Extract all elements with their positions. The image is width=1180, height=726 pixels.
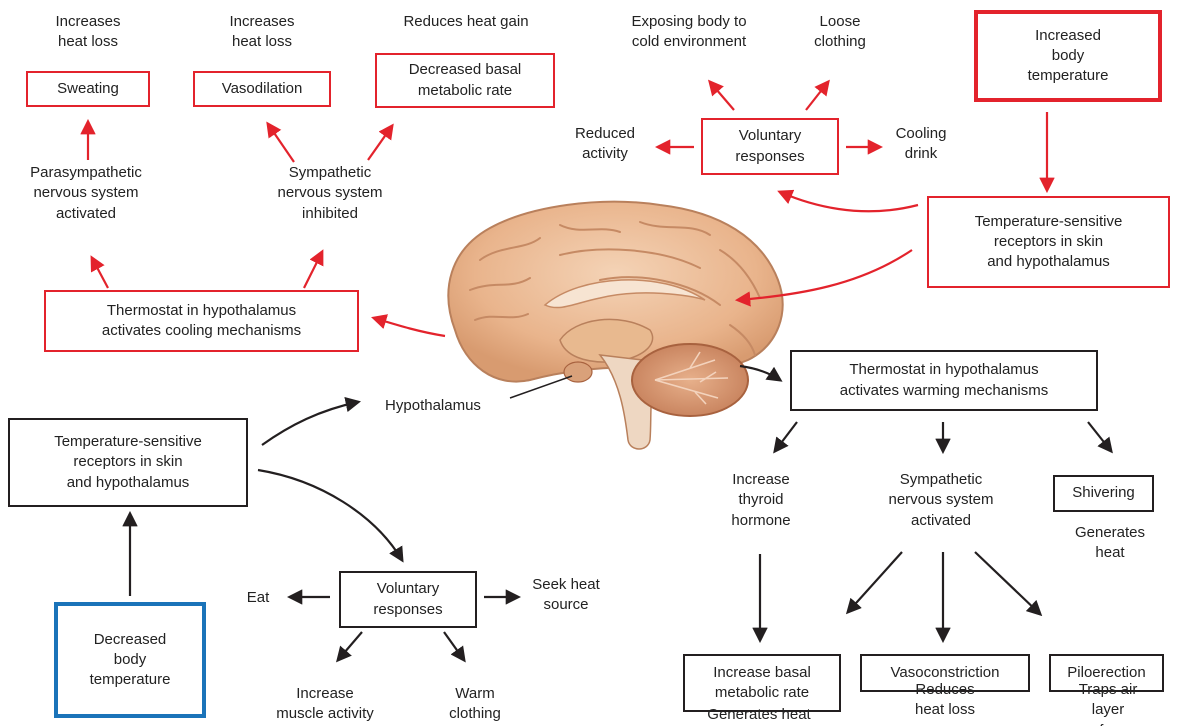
hypothalamus-pointer-line (509, 375, 573, 399)
brain-to-cool-thermostat-arrow (371, 314, 446, 338)
reduced-activity-label: Reduced activity (574, 125, 636, 163)
shivering-box: Shivering (1053, 475, 1154, 512)
warm-receptors-to-hypothalamus-arrow (261, 397, 362, 446)
voluntary-to-muscle-arrow (335, 631, 363, 663)
cooling-thermostat-box: Thermostat in hypothalamus activates coo… (44, 290, 359, 352)
decreased-bmr-box: Decreased basal metabolic rate (375, 53, 555, 108)
sweating-note: Increases heat loss (55, 13, 121, 51)
seek-heat-label: Seek heat source (532, 576, 600, 614)
cooling-receptors-box: Temperature-sensitive receptors in skin … (927, 196, 1170, 288)
sympathetic-inhibited-label: Sympathetic nervous system inhibited (277, 164, 383, 222)
thermostat-to-parasym-arrow (90, 255, 109, 289)
warming-thermostat-box: Thermostat in hypothalamus activates war… (790, 350, 1098, 411)
sweating-box: Sweating (26, 71, 150, 107)
thermostat-to-sym-inhibited-arrow (303, 249, 324, 289)
warm-clothing-label: Warm clothing (449, 685, 501, 723)
hypothalamus-label: Hypothalamus (385, 397, 481, 414)
cool-receptors-to-brain-arrow (734, 249, 913, 307)
warm-thermostat-to-shivering-arrow (1087, 421, 1113, 454)
sympathetic-activated-label: Sympathetic nervous system activated (888, 471, 994, 529)
muscle-activity-label: Increase muscle activity (276, 685, 374, 723)
sym-to-vasodilation-arrow (266, 121, 295, 163)
corpus-callosum (543, 279, 706, 309)
cool-receptors-to-voluntary-arrow (777, 189, 919, 213)
loose-clothing-label: Loose clothing (814, 13, 866, 51)
voluntary-to-loose-arrow (805, 79, 830, 111)
gyri-lines (469, 221, 761, 356)
thyroid-label: Increase thyroid hormone (731, 471, 791, 529)
sympathetic-to-piloerection-arrow (974, 551, 1043, 617)
brain-to-warm-thermostat-arrow (739, 364, 783, 382)
warming-voluntary-box: Voluntary responses (339, 571, 477, 628)
vasodilation-box: Vasodilation (193, 71, 331, 107)
warm-thermostat-to-thyroid-arrow (773, 421, 798, 454)
cooling-voluntary-box: Voluntary responses (701, 118, 839, 175)
vasodilation-note: Increases heat loss (229, 13, 295, 51)
increase-bmr-box: Increase basal metabolic rate (683, 654, 841, 712)
arbor-vitae (654, 351, 729, 405)
eat-label: Eat (246, 589, 270, 606)
warming-receptors-box: Temperature-sensitive receptors in skin … (8, 418, 248, 507)
thalamus-shape (559, 318, 654, 363)
sym-to-bmr-arrow (367, 123, 394, 161)
vasoconstriction-note: Reduces heat loss (914, 681, 976, 719)
parasympathetic-activated-label: Parasympathetic nervous system activated (30, 164, 142, 222)
sympathetic-to-bmr-arrow (845, 551, 903, 615)
voluntary-to-warm-clothing-arrow (443, 631, 466, 663)
piloerection-box: Piloerection (1049, 654, 1164, 692)
increased-body-temperature-box: Increased body temperature (974, 10, 1162, 102)
decreased-body-temperature-box: Decreased body temperature (54, 602, 206, 718)
voluntary-to-cold-env-arrow (707, 79, 735, 111)
cooling-drink-label: Cooling drink (895, 125, 947, 163)
decreased-bmr-note: Reduces heat gain (403, 13, 529, 30)
increase-bmr-note: Generates heat (707, 706, 811, 723)
cerebellum (631, 343, 749, 417)
shivering-note: Generates heat (1074, 524, 1146, 562)
cold-environment-label: Exposing body to cold environment (631, 13, 747, 51)
warm-receptors-to-voluntary-arrow (257, 468, 404, 563)
piloerection-note: Traps air layer for insulation (1078, 681, 1138, 726)
vasoconstriction-box: Vasoconstriction (860, 654, 1030, 692)
